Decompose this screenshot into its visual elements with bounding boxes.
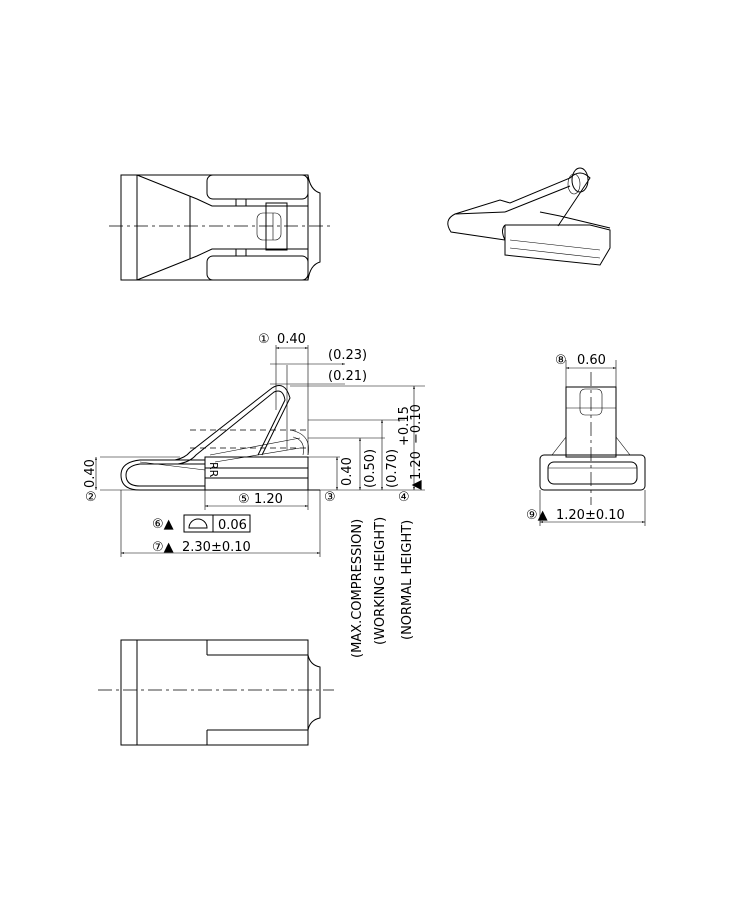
dim-8-marker: ⑧ (555, 353, 567, 368)
dim-7-marker: ⑦▲ (152, 540, 174, 555)
dim-021: (0.21) (328, 369, 367, 384)
dim-3-value: 0.40 (340, 457, 355, 486)
dim-8-value: 0.60 (577, 353, 606, 368)
dim-2-marker: ② (85, 490, 97, 505)
profile-tolerance-frame (183, 514, 251, 533)
dim-3-marker: ③ (324, 490, 336, 505)
side-view: ① 0.40 (0.23) (0.21) RR 0.40 ② ⑤ 1.20 ⑥▲… (83, 332, 425, 658)
dim-5-marker: ⑤ (238, 492, 250, 507)
dim-4-tol-minus: −0.10 (409, 404, 424, 444)
part-mark: RR (207, 462, 220, 478)
label-working-height: (WORKING HEIGHT) (373, 517, 388, 645)
dim-7-value: 2.30±0.10 (182, 540, 251, 555)
dim-070: (0.70) (385, 449, 400, 488)
dim-2-value: 0.40 (83, 459, 98, 488)
label-max-compression: (MAX.COMPRESSION) (350, 519, 365, 658)
dim-1-marker: ① (258, 332, 270, 347)
dim-050: (0.50) (363, 449, 378, 488)
dim-023: (0.23) (328, 348, 367, 363)
dim-5-value: 1.20 (254, 492, 283, 507)
dim-6-marker: ⑥▲ (152, 517, 174, 532)
dim-1-value: 0.40 (277, 332, 306, 347)
dim-4-tol-plus: +0.15 (397, 406, 412, 446)
dim-4-marker: ④ (398, 490, 410, 505)
label-normal-height: (NORMAL HEIGHT) (400, 520, 415, 640)
dim-9-value: 1.20±0.10 (556, 508, 625, 523)
top-view (109, 174, 334, 281)
dim-6-value: 0.06 (218, 518, 247, 533)
profile-of-surface-icon (188, 518, 208, 529)
dim-4-value: ▲1.20 (409, 451, 424, 490)
bottom-view (98, 639, 334, 746)
isometric-view (447, 167, 611, 266)
dim-9-marker: ⑨▲ (526, 508, 548, 523)
end-view: ⑧ 0.60 ⑨▲ 1.20±0.10 (526, 353, 646, 526)
